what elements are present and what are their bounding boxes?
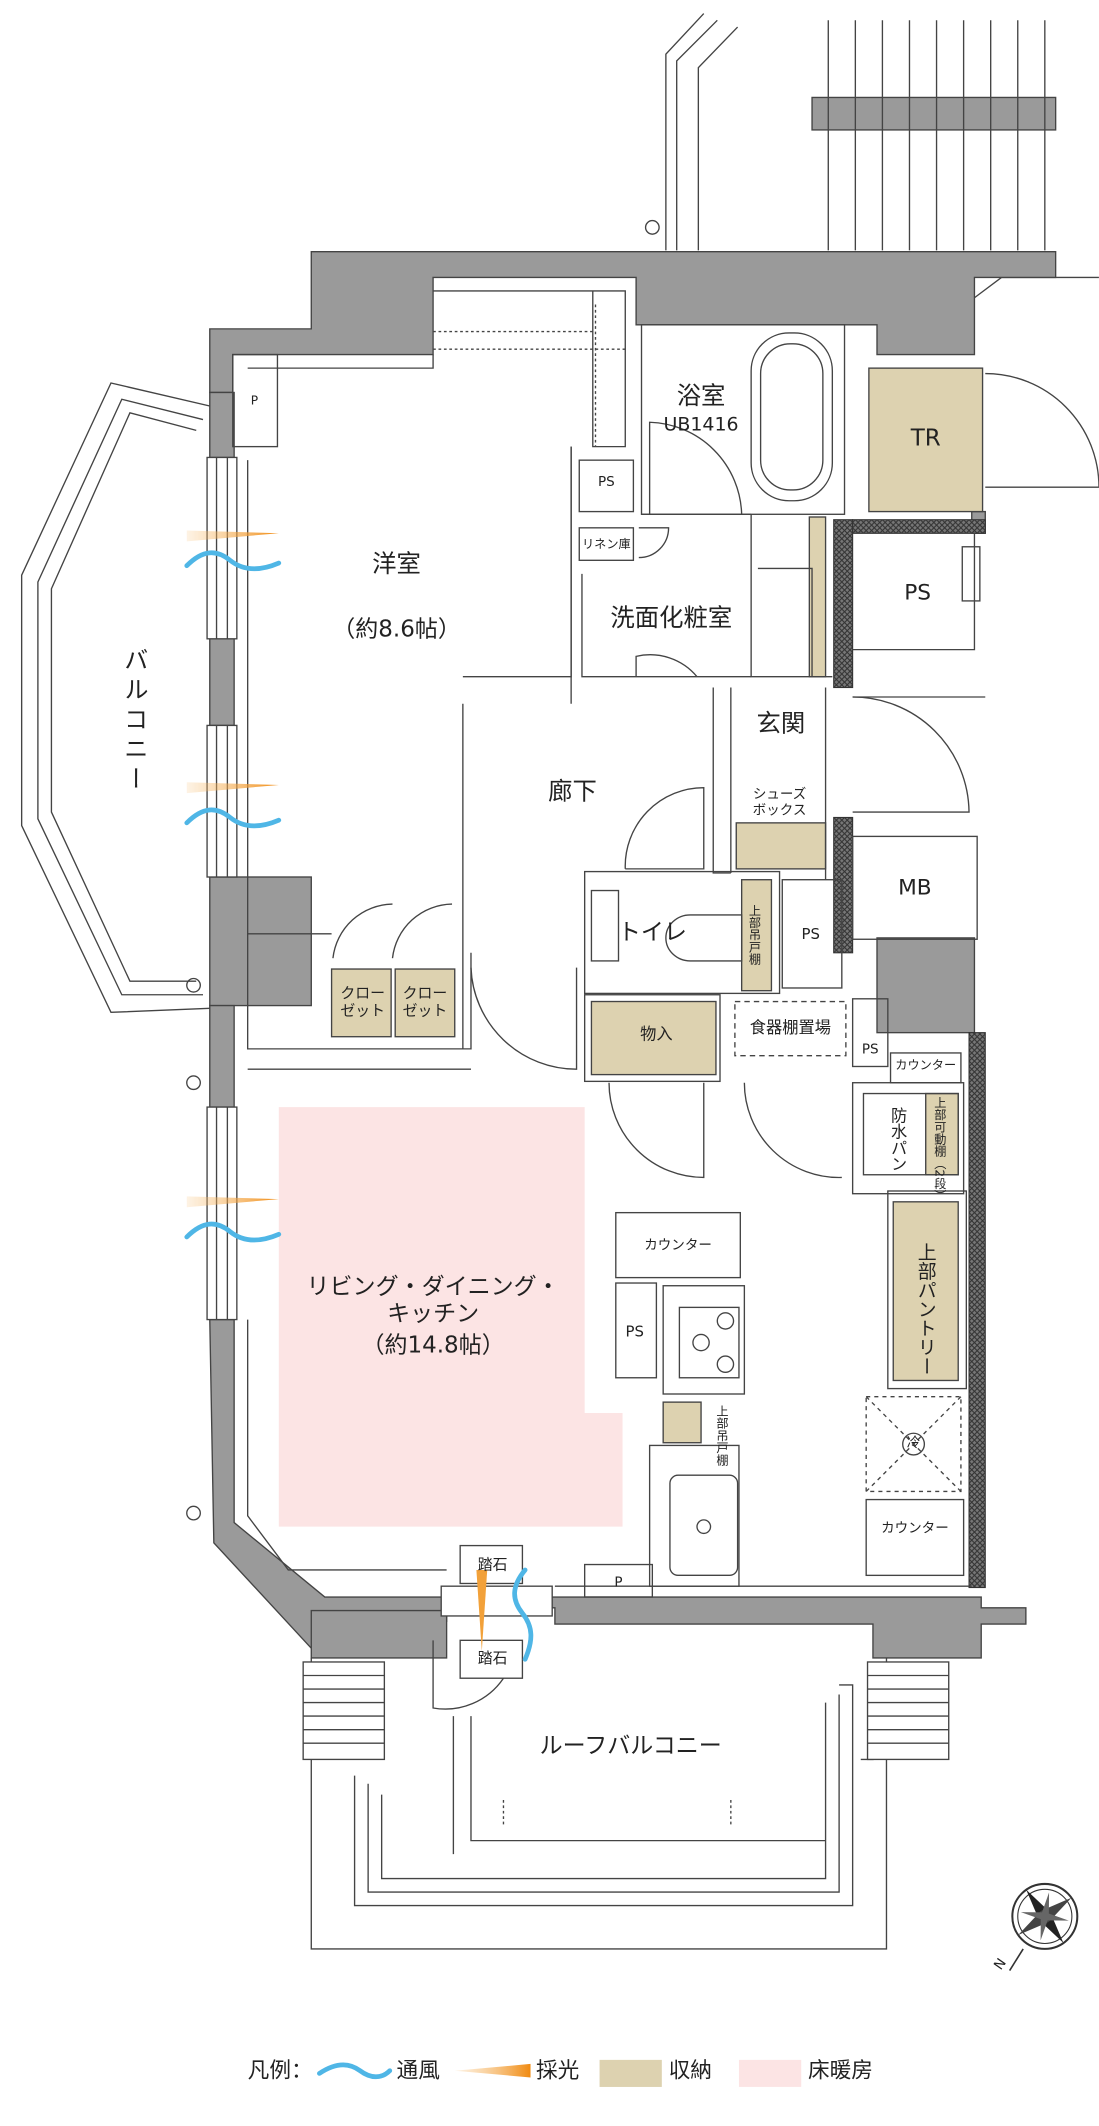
upper-cabinet-label: 上部吊戸棚 xyxy=(713,1404,728,1466)
entrance-label: 玄関 xyxy=(756,710,806,739)
legend-wind: 通風 xyxy=(396,2057,440,2083)
roof-balcony-label: ルーフバルコニー xyxy=(539,1732,722,1760)
exterior-stair xyxy=(644,13,1099,299)
legend-light-arrow xyxy=(454,2063,531,2078)
p-top-label: P xyxy=(250,394,259,409)
legend-light: 採光 xyxy=(535,2057,580,2083)
tr-label: TR xyxy=(910,425,941,453)
bathroom-code: UB1416 xyxy=(663,414,739,436)
balcony-label: バルコニー xyxy=(120,646,149,796)
washroom-label: 洗面化粧室 xyxy=(610,604,733,633)
interior-lines xyxy=(232,290,1099,1679)
mb-label: MB xyxy=(898,874,932,900)
ldk-label-line1: リビング・ダイニング・ xyxy=(306,1273,560,1301)
western-room-size: （約8.6帖） xyxy=(332,616,461,644)
wind-waves xyxy=(184,550,534,1662)
legend-storage: 収納 xyxy=(668,2057,712,2083)
linen-label: リネン庫 xyxy=(581,538,631,552)
ldk-size: （約14.8帖） xyxy=(361,1332,505,1360)
ps-kitchen-label: PS xyxy=(625,1323,644,1341)
shoes-box-label: シューズボックス xyxy=(752,787,807,819)
ps-toilet-label: PS xyxy=(801,925,820,943)
closet-1-label: クローゼット xyxy=(340,984,386,1020)
waterproof-pan-label: 防水パン xyxy=(888,1107,908,1173)
bathroom-label: 浴室 xyxy=(676,382,726,411)
toilet-storage-label: 上部吊戸棚 xyxy=(746,904,760,965)
hallway-label: 廊下 xyxy=(548,777,597,807)
step-stone-2-label: 踏石 xyxy=(477,1649,508,1667)
closet-2-label: クローゼット xyxy=(402,984,448,1020)
dish-shelf-label: 食器棚置場 xyxy=(749,1017,831,1037)
western-room-label: 洋室 xyxy=(372,550,421,579)
step-stone-1-label: 踏石 xyxy=(477,1555,508,1574)
windows xyxy=(206,456,553,1617)
pantry-label: 上部パントリー xyxy=(915,1242,937,1376)
ps-right-top-label: PS xyxy=(904,578,932,605)
roof-balcony xyxy=(302,1640,950,1950)
compass-rose xyxy=(1008,1882,1079,1971)
legend-swatches xyxy=(317,2059,802,2087)
walls xyxy=(209,251,1057,1659)
legend-title: 凡例： xyxy=(247,2057,313,2083)
legend-storage-swatch xyxy=(599,2059,662,2087)
counter-top-label: カウンター xyxy=(895,1059,957,1074)
ldk-label-line2: キッチン xyxy=(387,1300,480,1328)
fridge-label: 冷 xyxy=(906,1436,921,1452)
waterproof-upper-label: 上部可動棚（2段） xyxy=(931,1096,946,1202)
counter-bottom-label: カウンター xyxy=(881,1521,949,1537)
ps-bath-label: PS xyxy=(597,475,615,491)
p-bottom-label: P xyxy=(614,1575,623,1591)
legend-floor-heating-swatch xyxy=(738,2059,802,2087)
toilet-label: トイレ xyxy=(617,919,687,947)
light-arrows xyxy=(186,530,488,1652)
hatched-walls xyxy=(833,519,986,1589)
storage-room-label: 物入 xyxy=(640,1024,673,1044)
storage-areas xyxy=(330,367,984,1444)
left-balcony xyxy=(20,382,210,1521)
legend-wind-wave xyxy=(317,2062,393,2080)
legend-floor-heating: 床暖房 xyxy=(807,2057,873,2083)
counter-kitchen-label: カウンター xyxy=(644,1238,712,1254)
ps-mid-label: PS xyxy=(861,1042,879,1058)
floor-heating-area xyxy=(278,1107,623,1527)
